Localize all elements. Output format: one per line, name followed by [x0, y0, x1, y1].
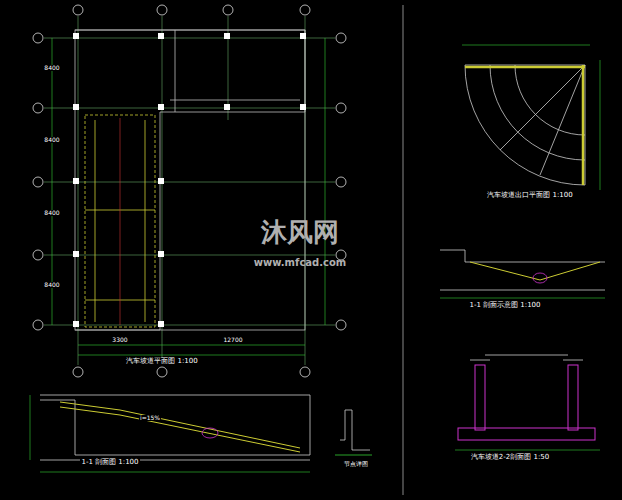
- dimension-text: 3300: [111, 337, 128, 344]
- dimension-text: 8400: [43, 282, 60, 289]
- view-title: 汽车坡道2-2剖面图 1:50: [470, 454, 550, 462]
- view-title: 汽车坡道出口平面图 1:100: [486, 192, 573, 200]
- view-title: 节点详图: [343, 461, 369, 468]
- view-title: 汽车坡道平面图 1:100: [125, 358, 198, 366]
- watermark: www.mfcad.com: [253, 257, 348, 268]
- view-title: 1-1 剖面示意图 1:100: [468, 302, 541, 310]
- dimension-text: 8400: [43, 65, 60, 72]
- dimension-text: 12700: [222, 337, 243, 344]
- view-title: 1-1 剖面图 1:100: [80, 459, 139, 467]
- watermark: 沐风网: [260, 218, 340, 247]
- dimension-text: 8400: [43, 210, 60, 217]
- dimension-text: 8400: [43, 137, 60, 144]
- slope-text: i=15%: [139, 415, 161, 422]
